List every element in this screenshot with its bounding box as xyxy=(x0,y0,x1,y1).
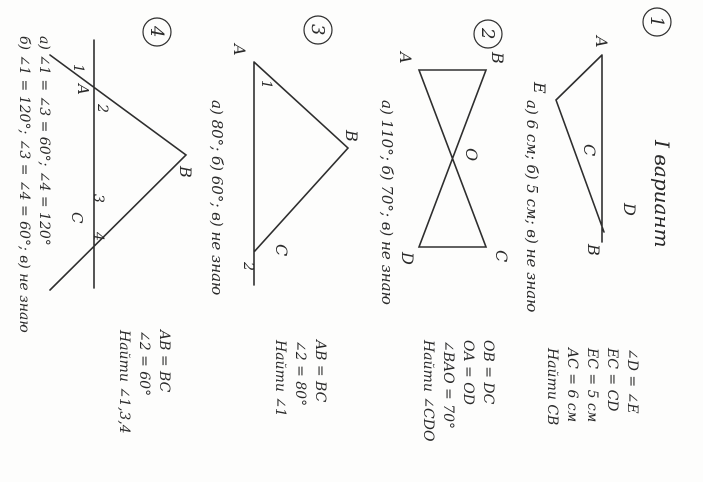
problem-2-condition-1: OB = DC xyxy=(480,340,496,405)
point-A-2: A xyxy=(396,50,415,64)
angle-1-4: 1 xyxy=(70,64,86,73)
problem-1-number: 1 xyxy=(646,16,667,27)
point-D-1: D xyxy=(620,202,639,216)
angle-4-4: 4 xyxy=(90,231,106,241)
problem-1-condition-3: EC = 5 см xyxy=(584,347,600,422)
problem-1-condition-4: AC = 6 см xyxy=(564,346,580,422)
point-O-2: O xyxy=(462,148,481,161)
problem-1: 1 A E C D B ∠D = ∠E EC = CD EC = 5 см AC… xyxy=(523,7,672,425)
point-D-2: D xyxy=(398,251,417,265)
point-B-2: B xyxy=(488,51,507,64)
problem-4-number-circle xyxy=(142,17,172,47)
point-A-3: A xyxy=(230,42,249,56)
problem-2-condition-2: OA = OD xyxy=(460,340,476,405)
point-C-2: C xyxy=(492,250,511,262)
problem-4-number: 4 xyxy=(146,25,167,37)
problem-3-condition-2: ∠2 = 80° xyxy=(292,340,308,406)
point-C-1: C xyxy=(580,144,599,156)
problem-4-find: Найти ∠1,3,4 xyxy=(116,329,132,434)
angle-2-4: 2 xyxy=(94,103,110,113)
problem-1-find: Найти CB xyxy=(544,347,560,425)
problem-1-number-circle xyxy=(642,7,672,37)
problem-3-answers: а) 80°; б) 60°; в) не знаю xyxy=(208,100,226,295)
problem-3-number-circle xyxy=(303,15,333,45)
point-C-3: C xyxy=(272,244,291,256)
problem-4-figure xyxy=(49,39,188,291)
problem-2-condition-3: ∠BAO = 70° xyxy=(440,340,456,429)
point-C-4: C xyxy=(68,212,86,224)
problem-2: 2 A B O C D OB = DC OA = OD ∠BAO = 70° Н… xyxy=(378,19,511,442)
problem-4-condition-2: ∠2 = 60° xyxy=(136,330,152,396)
point-E-1: E xyxy=(530,81,549,94)
problem-1-figure xyxy=(555,54,605,243)
problem-3: 3 A 1 B C 2 AB = BC ∠2 = 80° Найти ∠1 а)… xyxy=(208,15,361,417)
angle-3-4: 3 xyxy=(90,194,106,203)
point-A-1: A xyxy=(592,34,611,48)
angle-1-3: 1 xyxy=(258,80,274,89)
problem-3-condition-1: AB = BC xyxy=(312,338,328,403)
problem-3-find: Найти ∠1 xyxy=(272,339,288,417)
angle-2-3: 2 xyxy=(240,261,256,271)
problem-2-number-circle xyxy=(473,19,503,49)
problem-3-figure xyxy=(253,61,350,286)
problem-1-condition-1: ∠D = ∠E xyxy=(624,348,640,414)
point-B-4: B xyxy=(176,165,195,178)
problem-3-number: 3 xyxy=(307,24,328,35)
problem-4-answer-a: а) ∠1 = ∠3 = 60°; ∠4 = 120° xyxy=(36,36,52,246)
problem-2-find: Найти ∠CDO xyxy=(420,339,436,442)
problem-2-number: 2 xyxy=(477,27,498,39)
problem-4-condition-1: AB = BC xyxy=(156,328,172,393)
point-A-4: A xyxy=(74,82,92,95)
problem-4: 4 1 A 2 B 3 4 C AB = BC ∠2 = 60° Найти ∠… xyxy=(16,17,195,434)
variant-title: I вариант xyxy=(650,139,674,248)
problem-1-condition-2: EC = CD xyxy=(604,347,620,412)
point-B-3: B xyxy=(342,129,361,142)
problem-2-figure xyxy=(417,69,488,248)
problem-4-answer-b: б) ∠1 = 120°; ∠3 = ∠4 = 60°; в) не знаю xyxy=(16,36,32,333)
point-B-1: B xyxy=(584,243,603,256)
problem-1-answers: а) 6 см; б) 5 см; в) не знаю xyxy=(523,100,541,312)
problem-2-answers: а) 110°; б) 70°; в) не знаю xyxy=(378,100,396,305)
